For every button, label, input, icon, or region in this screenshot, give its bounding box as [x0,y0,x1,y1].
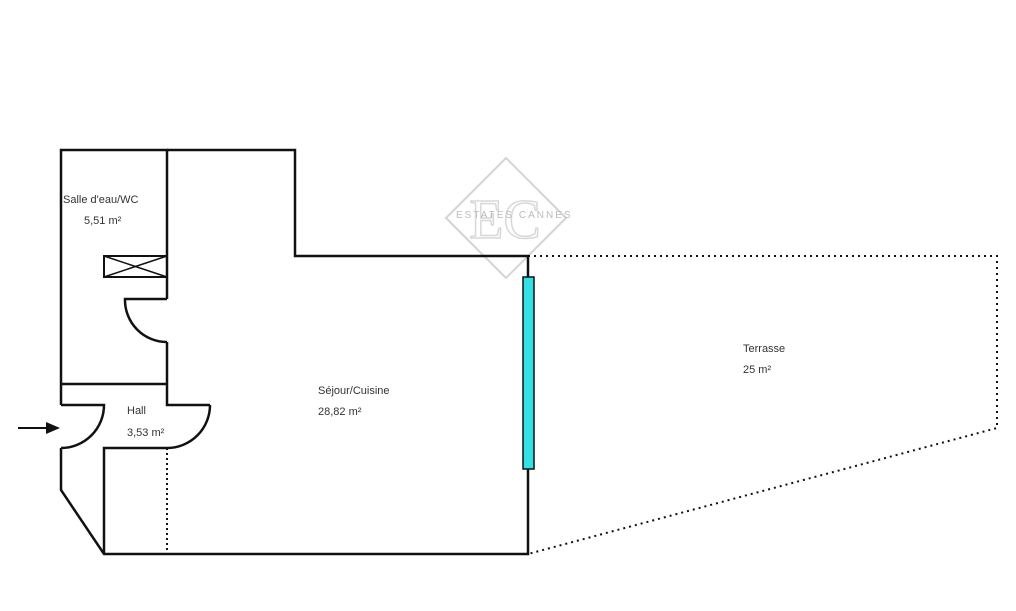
room-area-hall: 3,53 m² [127,427,165,439]
room-label-living: Séjour/Cuisine [318,385,390,397]
entrance-arrow-icon [18,422,60,434]
doors [60,297,212,450]
window-bay [522,276,535,470]
watermark-text: ESTATES CANNES [456,210,573,221]
door-bathroom [123,297,168,344]
vent-box [103,255,168,278]
svg-text:EC: EC [469,189,541,251]
room-area-bathroom: 5,51 m² [84,215,122,227]
watermark-logo: EC [444,156,568,280]
room-area-terrace: 25 m² [743,364,772,376]
room-label-hall: Hall [127,405,146,417]
room-label-terrace: Terrasse [743,343,786,355]
door-entrance [60,403,106,450]
terrace-outline [527,255,998,555]
room-label-bathroom: Salle d'eau/WC [63,194,139,206]
room-area-living: 28,82 m² [318,406,362,418]
door-hall [166,404,212,450]
